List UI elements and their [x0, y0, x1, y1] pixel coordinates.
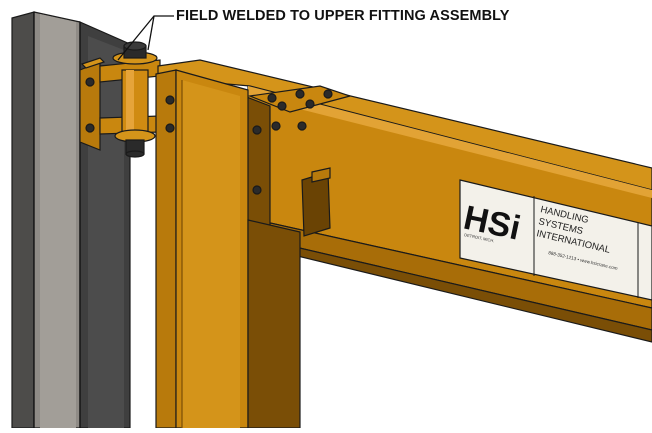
label-small-text: DETROIT, MICH. — [464, 232, 495, 243]
mast — [155, 69, 301, 429]
hsi-label-plate: HSi DETROIT, MICH. HANDLING SYSTEMS INTE… — [459, 179, 652, 301]
callout-label: FIELD WELDED TO UPPER FITTING ASSEMBLY — [176, 8, 510, 24]
cap-plate — [247, 85, 353, 131]
callout-leader — [117, 15, 174, 61]
upper-fitting-assembly — [79, 41, 161, 158]
